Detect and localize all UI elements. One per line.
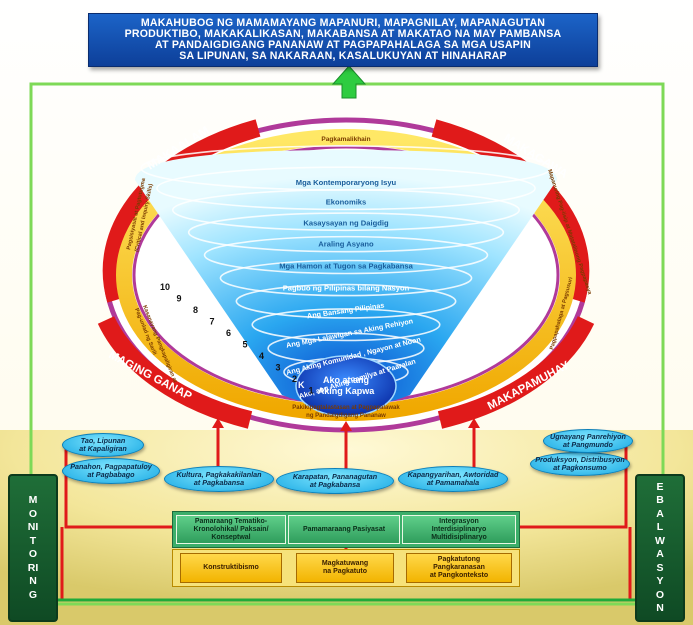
theory-label: Magkatuwang na Pagkatuto: [321, 560, 369, 575]
ebalwasyon-label: EBALWASYON: [655, 480, 665, 615]
cone-ring: [235, 283, 457, 319]
approach-tematiko: Pamaraang Tematiko- Kronolohikal/ Paksai…: [176, 515, 286, 544]
cone-level-text: Pagbuo ng Pilipinas bilang Nasyon: [283, 284, 410, 293]
grade-number: 7: [210, 317, 215, 327]
theme-label: Kultura, Pagkakakilanlan at Pagkabansa: [176, 470, 262, 487]
goal-title-line-3: AT PANDAIGDIGANG PANANAW AT PAGPAPAHALAG…: [155, 39, 531, 51]
theme-pill-kapangyarihan: Kapangyarihan, Awtoridad at Pamamahala: [398, 466, 508, 492]
theme-label: Kapangyarihan, Awtoridad at Pamamahala: [407, 470, 499, 487]
up-arrow-icon: [331, 65, 367, 99]
cone-ring: [219, 259, 473, 297]
theme-label: Panahon, Pagpapatuloy at Pagbabago: [70, 462, 152, 479]
cone-level-text: Kasaysayan ng Daigdig: [303, 218, 389, 227]
theme-pill-ugnayan: Ugnayang Panrehiyon at Pangmundo: [543, 429, 633, 453]
cone-ring: [251, 308, 441, 342]
approach-integrasyon: Integrasyon Interdisiplinaryo Multidisip…: [402, 515, 516, 544]
cone-ring: [203, 235, 489, 275]
ebalwasyon-bar: EBALWASYON: [635, 474, 685, 622]
grade-number: 2: [292, 374, 297, 384]
monitoring-bar: MONITORING: [8, 474, 58, 622]
approach-label: Integrasyon Interdisiplinaryo Multidisip…: [431, 517, 487, 541]
theory-konstruktibismo: Konstruktibismo: [180, 553, 282, 583]
theme-pill-kultura: Kultura, Pagkakakilanlan at Pagkabansa: [164, 466, 274, 492]
theme-label: Ugnayang Panrehiyon at Pangmundo: [550, 432, 626, 449]
cone-level-text: Ekonomiks: [326, 197, 367, 206]
grade-number: 4: [259, 351, 264, 361]
cone-rings: [140, 145, 552, 387]
goal-title-line-4: SA LIPUNAN, SA NAKARAAN, KASALUKUYAN AT …: [179, 50, 507, 62]
approach-pasiyasat: Pamamaraang Pasiyasat: [288, 515, 400, 544]
ring-inner-bottom-2: ng Pandaigdigang Pananaw: [306, 413, 386, 419]
red-arcs: [97, 119, 595, 429]
cone-level-text: Mga Hamon at Tugon sa Pagkabansa: [279, 262, 413, 271]
core-circle: [295, 355, 397, 417]
monitoring-label: MONITORING: [27, 494, 39, 601]
theory-pagkatutong: Pagkatutong Pangkaranasan at Pangkonteks…: [406, 553, 512, 583]
theme-pill-tao-lipunan: Tao, Lipunan at Kapaligiran: [62, 433, 144, 457]
kinder-label: K: [298, 380, 305, 390]
goal-title-box: MAKAHUBOG NG MAMAMAYANG MAPANURI, MAPAGN…: [88, 13, 598, 67]
core-label-line2: Aking Kapwa: [318, 386, 376, 396]
approach-label: Pamaraang Tematiko- Kronolohikal/ Paksai…: [193, 517, 269, 541]
theory-label: Konstruktibismo: [203, 564, 259, 571]
cone-body: [135, 150, 557, 408]
theory-label: Pagkatutong Pangkaranasan at Pangkonteks…: [429, 556, 489, 579]
grade-number: 3: [276, 363, 281, 373]
goal-title-line-2: PRODUKTIBO, MAKAKALIKASAN, MAKABANSA AT …: [124, 28, 562, 40]
ring-inner-bottom-1: Pakikipagtalastasan at Pagpapalawak: [292, 405, 400, 411]
cone-ring: [187, 212, 505, 253]
theme-pill-panahon: Panahon, Pagpapatuloy at Pagbabago: [62, 458, 160, 484]
theme-pill-produksyon: Produksyon, Distribusyon at Pagkonsumo: [530, 452, 630, 476]
approach-label: Pamamaraang Pasiyasat: [302, 525, 386, 533]
cone-ring: [171, 189, 521, 232]
cone-level-text: Araling Asyano: [318, 240, 374, 249]
ring-inner-top: Pagkamalikhain: [321, 136, 370, 143]
theme-label: Karapatan, Pananagutan at Pagkabansa: [292, 472, 378, 489]
goal-title-line-1: MAKAHUBOG NG MAMAMAYANG MAPANURI, MAPAGN…: [140, 17, 546, 29]
grade-number: 1: [309, 386, 314, 396]
theme-label: Tao, Lipunan at Kapaligiran: [79, 436, 127, 453]
grade-number: 8: [193, 305, 198, 315]
grade-number: 10: [160, 282, 170, 292]
cone-level-text: Mga Kontemporaryong Isyu: [296, 178, 397, 187]
grade-number: 9: [177, 294, 182, 304]
grade-number: 5: [243, 340, 248, 350]
theme-pill-karapatan: Karapatan, Pananagutan at Pagkabansa: [276, 468, 394, 494]
core-label-line1: Ako at ang: [323, 375, 369, 385]
theme-label: Produksyon, Distribusyon at Pagkonsumo: [535, 455, 625, 472]
grade-number: 6: [226, 328, 231, 338]
theory-magkatuwang: Magkatuwang na Pagkatuto: [296, 553, 394, 583]
cone-ring: [156, 166, 536, 211]
